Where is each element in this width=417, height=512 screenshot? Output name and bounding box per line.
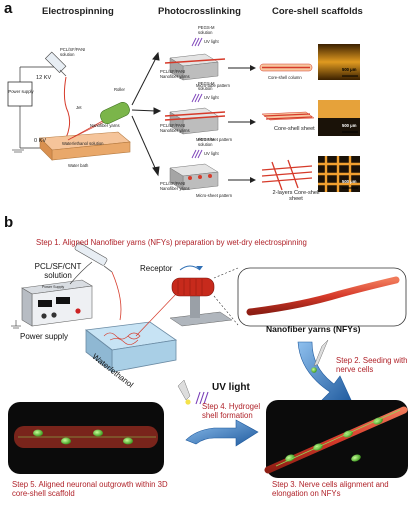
- voltage-bottom: 0 KV: [34, 138, 47, 144]
- header-photocrosslinking: Photocrosslinking: [158, 6, 241, 17]
- water-bath-b: [84, 321, 178, 373]
- voltage-top: 12 KV: [36, 75, 52, 81]
- power-supply-box: [7, 81, 33, 107]
- step1-text: Step 1. Aligned Nanofiber yarns (NFYs) p…: [36, 238, 307, 247]
- row1-pattern: Micro-tube pattern: [196, 83, 230, 88]
- row3-pattern: Micro-sheet pattern: [196, 193, 233, 198]
- bath-solution: Water/ethanol solution: [62, 141, 104, 146]
- panel-a-letter: a: [4, 0, 13, 17]
- syringe-icon: [44, 51, 67, 77]
- micrograph-1: [318, 44, 360, 80]
- blue-flow-arrow: [297, 341, 353, 403]
- header-core-shell: Core-shell scaffolds: [272, 6, 363, 17]
- row3-result: 2-layers Core-shell sheet: [272, 190, 320, 202]
- branch-arrows: [131, 51, 162, 177]
- row2-yarn: PCL/SF/PANI Nanofiber yarns: [160, 123, 190, 133]
- row2-pegs: PEGS-M solution: [198, 81, 215, 91]
- row3-scale: 500 μm: [342, 179, 357, 184]
- row2-pattern: Micro-sheet pattern: [196, 137, 233, 142]
- row3-pegs: PEGS-M solution: [198, 137, 215, 147]
- row1-scale: 500 μm: [342, 67, 357, 72]
- water-bath-label: Water bath: [68, 163, 89, 168]
- jet: [63, 76, 71, 139]
- step4-text: Step 4. Hydrogel shell formation: [202, 402, 261, 421]
- nanofiber-yarns-label: Nanofiber yarns: [90, 123, 120, 128]
- row3-yarn: PCL/SF/PANI Nanofiber yarns: [160, 181, 190, 191]
- water-bath: [39, 131, 131, 161]
- solution-a: PCL/SF/PANI solution: [60, 47, 86, 57]
- jet-label: Jet: [76, 105, 82, 110]
- nerve-cells-3: [275, 409, 401, 467]
- nfy-fiber: [246, 276, 400, 316]
- row2-result: Core-shell sheet: [274, 126, 315, 132]
- step5-text: Step 5. Aligned neuronal outgrowth withi…: [12, 480, 168, 499]
- device-label: Power Supply: [42, 285, 65, 289]
- panel-b-letter: b: [4, 214, 14, 231]
- power-supply-device: [21, 279, 93, 327]
- power-supply-b: Power supply: [20, 332, 69, 341]
- roller-label: Roller: [114, 87, 125, 92]
- header-electrospinning: Electrospinning: [42, 6, 114, 17]
- uv-lamp-icon: [177, 379, 209, 405]
- nerve-cells-5: [18, 429, 156, 445]
- row1-result: Core-shell column: [268, 75, 302, 80]
- step3-text: Step 3. Nerve cells alignment and elonga…: [272, 480, 389, 499]
- pipette-icon: [311, 339, 329, 373]
- receptor-device: [169, 265, 233, 327]
- step2-text: Step 2. Seeding with nerve cells: [336, 356, 408, 375]
- row2-scale: 500 μm: [342, 123, 357, 128]
- row-2-graphics: [164, 100, 360, 136]
- power-supply-a: Power supply: [8, 89, 34, 94]
- row1-uv: UV light: [204, 39, 219, 44]
- syringe-b-icon: [74, 242, 113, 273]
- row1-yarn: PCL/SF/PANI Nanofiber yarns: [160, 69, 190, 79]
- nfy-label: Nanofiber yarns (NFYs): [266, 324, 361, 334]
- receptor-label: Receptor: [140, 264, 173, 273]
- row1-pegs: PEGS-M solution: [198, 25, 215, 35]
- blue-left-arrow: [185, 419, 259, 447]
- uv-light-icons: [191, 37, 203, 159]
- solution-b: PCL/SF/CNT solution: [34, 262, 82, 280]
- row2-uv: UV light: [204, 95, 219, 100]
- row3-uv: UV light: [204, 151, 219, 156]
- row-1-graphics: [164, 44, 360, 81]
- roller-icon: [100, 101, 130, 125]
- row-3-graphics: [169, 156, 360, 192]
- uv-light-b: UV light: [212, 382, 250, 393]
